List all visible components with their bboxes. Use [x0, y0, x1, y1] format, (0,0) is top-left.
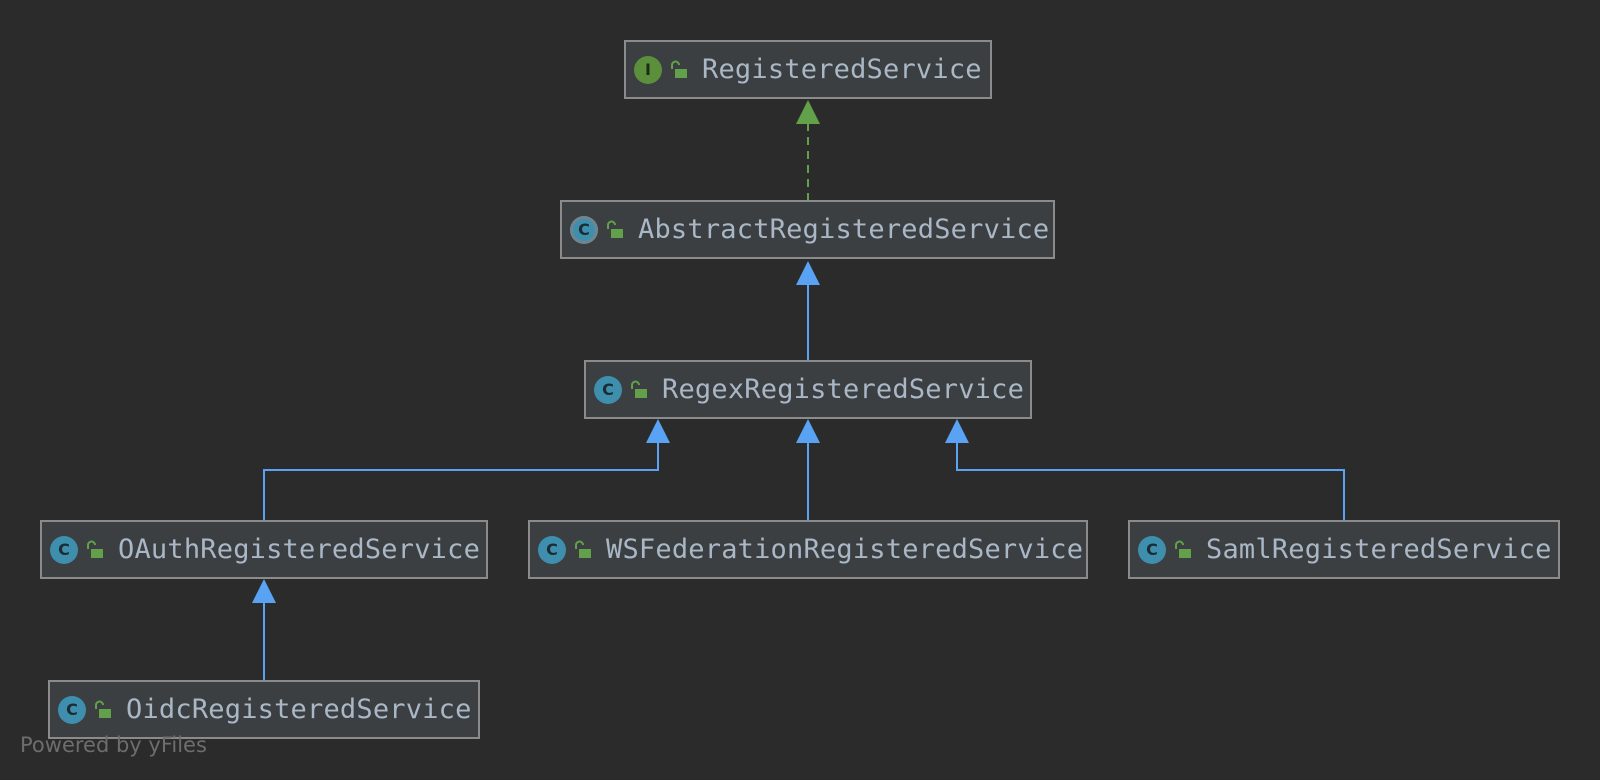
- class-icon: C: [538, 535, 566, 564]
- node-label: RegisteredService: [702, 54, 982, 85]
- edge-extends-saml-to-regex: [956, 443, 1345, 520]
- unlocked-padlock-icon: [607, 220, 623, 238]
- edge-arrowhead: [646, 419, 670, 443]
- node-abstract-registered-service[interactable]: C AbstractRegisteredService: [560, 200, 1055, 259]
- node-regex-registered-service[interactable]: C RegexRegisteredService: [584, 360, 1032, 419]
- unlocked-padlock-icon: [575, 540, 591, 558]
- node-label: SamlRegisteredService: [1206, 534, 1552, 565]
- unlocked-padlock-icon: [671, 60, 687, 78]
- node-label: WSFederationRegisteredService: [606, 534, 1084, 565]
- node-saml-registered-service[interactable]: C SamlRegisteredService: [1128, 520, 1560, 579]
- interface-icon: I: [634, 55, 662, 84]
- node-oidc-registered-service[interactable]: C OidcRegisteredService: [48, 680, 480, 739]
- edge-arrowhead: [796, 100, 820, 124]
- unlocked-padlock-icon: [87, 540, 103, 558]
- unlocked-padlock-icon: [631, 380, 647, 398]
- class-icon: C: [594, 375, 622, 404]
- edge-extends-oauth-to-regex: [263, 443, 659, 520]
- edge-arrowhead: [796, 261, 820, 285]
- node-label: OAuthRegisteredService: [118, 534, 481, 565]
- powered-by-footer: Powered by yFiles: [20, 733, 207, 757]
- unlocked-padlock-icon: [1175, 540, 1191, 558]
- node-label: RegexRegisteredService: [662, 374, 1025, 405]
- class-icon: C: [50, 535, 78, 564]
- edge-arrowhead: [252, 579, 276, 603]
- edge-arrowhead: [945, 419, 969, 443]
- abstract-class-icon: C: [570, 215, 598, 244]
- node-label: AbstractRegisteredService: [638, 214, 1050, 245]
- class-icon: C: [1138, 535, 1166, 564]
- node-label: OidcRegisteredService: [126, 694, 472, 725]
- node-registered-service[interactable]: I RegisteredService: [624, 40, 992, 99]
- node-oauth-registered-service[interactable]: C OAuthRegisteredService: [40, 520, 488, 579]
- edge-arrowhead: [796, 419, 820, 443]
- node-wsfederation-registered-service[interactable]: C WSFederationRegisteredService: [528, 520, 1088, 579]
- class-icon: C: [58, 695, 86, 724]
- unlocked-padlock-icon: [95, 700, 111, 718]
